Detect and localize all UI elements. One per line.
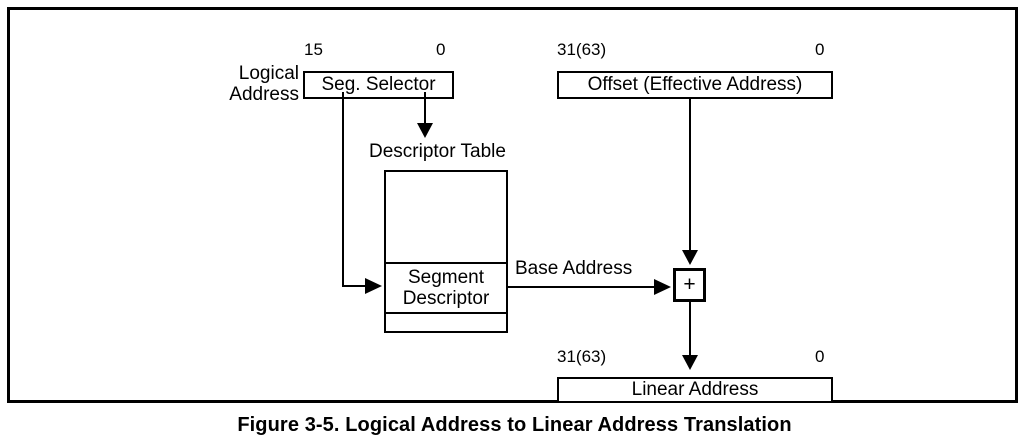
linear-address-bit-high-label: 31(63) bbox=[557, 347, 607, 366]
offset-box: Offset (Effective Address) bbox=[557, 71, 833, 99]
seg-selector-bit-high-label: 15 bbox=[304, 40, 323, 59]
descriptor-table-row-divider-upper bbox=[386, 262, 506, 264]
selector-to-descriptor-arrowhead-icon bbox=[365, 278, 382, 294]
plus-icon: + bbox=[683, 272, 696, 296]
adder-to-linear-address-arrowhead-icon bbox=[682, 355, 698, 370]
base-address-arrowhead-icon bbox=[654, 279, 671, 295]
linear-address-box: Linear Address bbox=[557, 377, 833, 403]
offset-bit-low-label: 0 bbox=[815, 40, 825, 59]
linear-address-label: Linear Address bbox=[631, 379, 759, 401]
seg-selector-box: Seg. Selector bbox=[303, 71, 454, 99]
selector-to-descriptor-vertical-connector bbox=[342, 92, 344, 286]
adder-box: + bbox=[673, 268, 706, 302]
descriptor-table-row-divider-lower bbox=[386, 312, 506, 314]
base-address-label: Base Address bbox=[515, 258, 633, 279]
figure-frame: 15 0 Logical Address Seg. Selector 31(63… bbox=[7, 7, 1018, 403]
seg-selector-bit-low-label: 0 bbox=[436, 40, 446, 59]
segment-descriptor-line2: Descriptor bbox=[402, 288, 490, 310]
segment-descriptor-cell: Segment Descriptor bbox=[386, 267, 506, 310]
offset-to-adder-connector bbox=[689, 98, 691, 253]
logical-address-label: Logical Address bbox=[217, 63, 299, 106]
seg-selector-label: Seg. Selector bbox=[321, 74, 436, 96]
offset-label: Offset (Effective Address) bbox=[587, 74, 803, 96]
descriptor-table-box: Segment Descriptor bbox=[384, 170, 508, 333]
descriptor-table-title: Descriptor Table bbox=[369, 141, 506, 162]
adder-to-linear-address-connector bbox=[689, 301, 691, 361]
base-address-connector bbox=[507, 286, 667, 288]
selector-to-table-connector bbox=[424, 92, 426, 128]
offset-bit-high-label: 31(63) bbox=[557, 40, 607, 59]
linear-address-bit-low-label: 0 bbox=[815, 347, 825, 366]
logical-address-label-line2: Address bbox=[229, 83, 299, 105]
selector-to-descriptor-horizontal-connector bbox=[342, 285, 380, 287]
selector-to-table-arrowhead-icon bbox=[417, 123, 433, 138]
offset-to-adder-arrowhead-icon bbox=[682, 250, 698, 265]
logical-address-label-line1: Logical bbox=[238, 63, 299, 84]
figure-caption: Figure 3-5. Logical Address to Linear Ad… bbox=[237, 414, 792, 436]
segment-descriptor-line1: Segment bbox=[407, 267, 485, 288]
